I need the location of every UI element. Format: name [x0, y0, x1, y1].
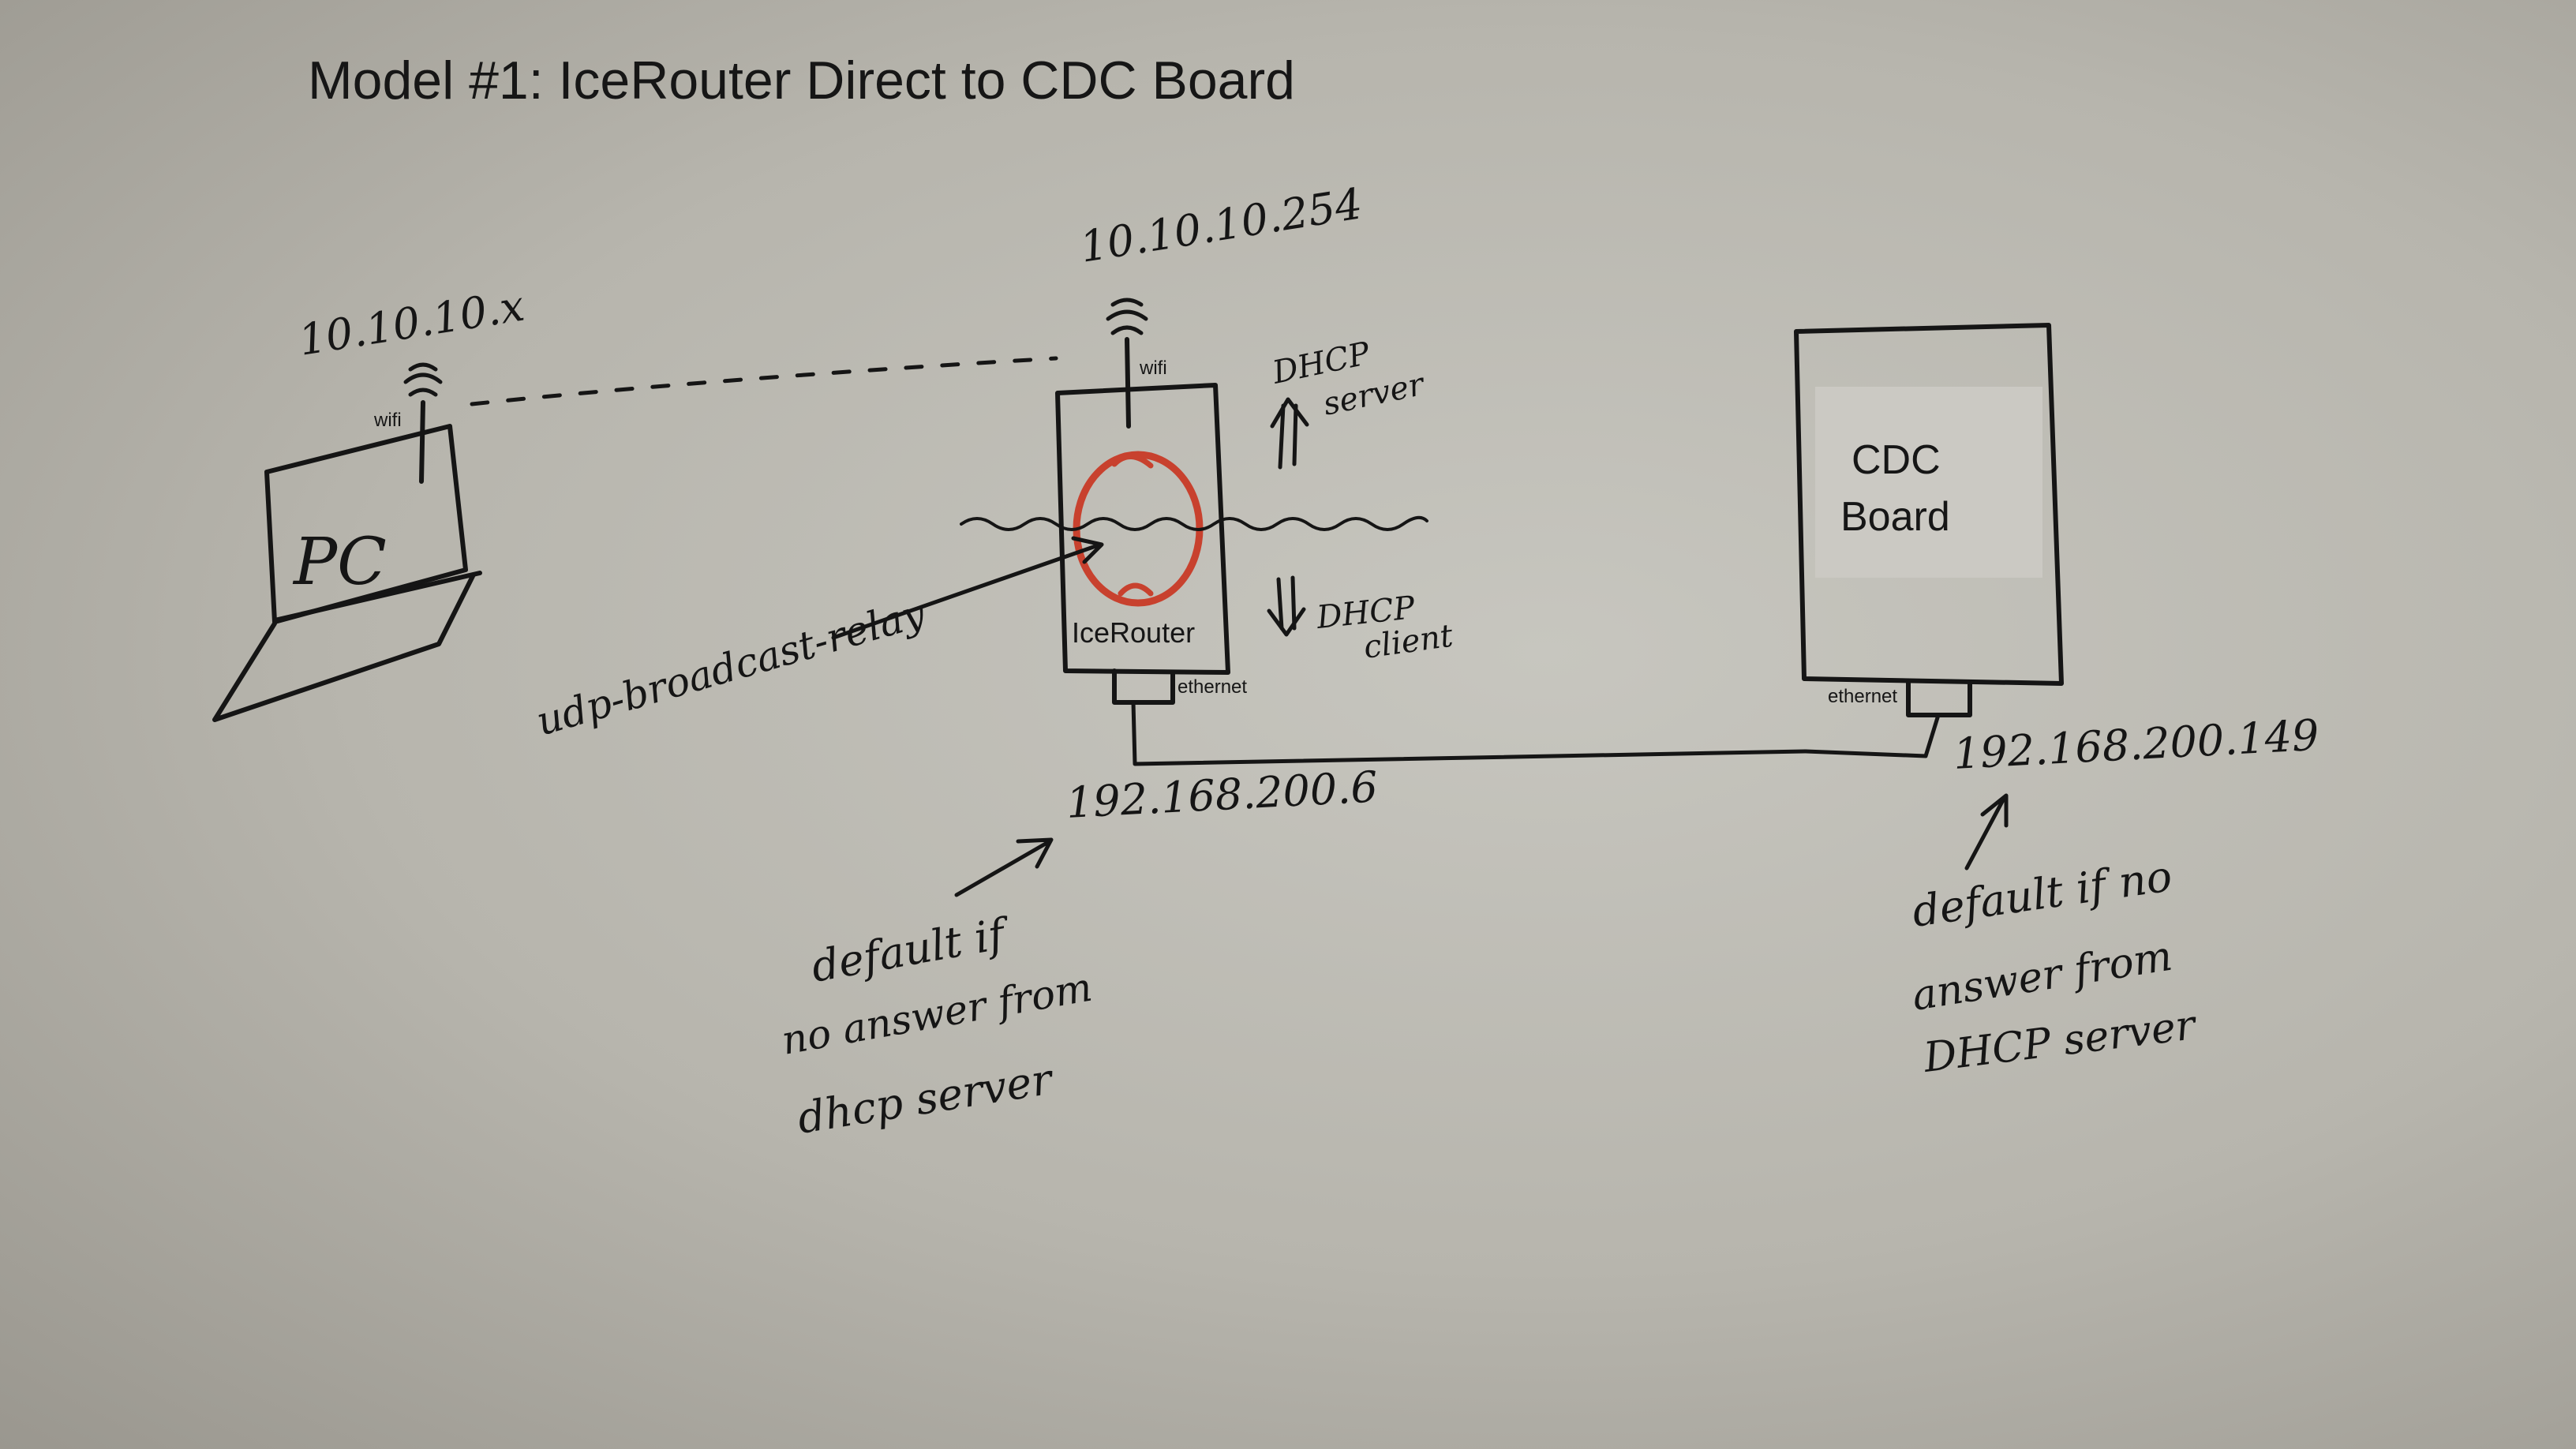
pc-wifi-label: wifi: [373, 410, 402, 431]
icerouter-default-arrow: [954, 837, 1054, 897]
dhcp-client-arrow: [1267, 575, 1306, 637]
diagram-title: Model #1: IceRouter Direct to CDC Board: [308, 51, 1295, 110]
udp-relay-pointer-arrow: [831, 536, 1104, 640]
wifi-signal-icon: [403, 362, 443, 397]
pc-screen-outline: [264, 424, 468, 624]
icerouter-wifi-label: wifi: [1139, 358, 1167, 379]
udp-relay-top-loop: [1111, 454, 1154, 469]
dhcp-server-arrow: [1270, 397, 1309, 470]
network-boundary-wave: [960, 515, 1428, 531]
cdc-board-label-line2: Board: [1840, 494, 1950, 540]
icerouter-antenna: [1125, 337, 1131, 429]
cdc-board-ip: 192.168.200.149: [1952, 710, 2320, 779]
cdc-default-note-line1: default if no: [1909, 851, 2175, 937]
pc-antenna: [419, 400, 425, 484]
udp-relay-bottom-loop: [1118, 582, 1154, 597]
pc-node: PC wifi 10.10.10.x: [212, 281, 528, 722]
icerouter-label: IceRouter: [1072, 616, 1195, 649]
icerouter-node: wifi 10.10.10.254 IceRouter ethernet 192…: [531, 178, 1455, 1144]
icerouter-ethernet-label: ethernet: [1178, 676, 1247, 698]
icerouter-box: [1055, 383, 1230, 675]
wifi-link-dashed: [470, 356, 1058, 406]
cdc-ethernet-port: [1906, 680, 1972, 717]
cdc-ethernet-label: ethernet: [1828, 686, 1897, 707]
pc-screen-edge: [272, 571, 482, 623]
pc-label: PC: [292, 525, 387, 600]
pc-base-outline: [212, 572, 476, 722]
icerouter-wifi-ip: 10.10.10.254: [1076, 178, 1365, 272]
cdc-default-note-line3: DHCP server: [1920, 1002, 2200, 1082]
wifi-signal-icon: [1106, 298, 1148, 335]
icerouter-ethernet-port: [1112, 668, 1175, 705]
cdc-default-arrow: [1964, 793, 2009, 871]
cdc-board-node: CDC Board ethernet 192.168.200.149 defau…: [1794, 323, 2320, 1082]
cdc-board-label-panel: [1815, 387, 2042, 578]
icerouter-default-note-line1: default if: [807, 908, 1014, 991]
cdc-board-box: [1794, 323, 2064, 686]
pc-ip-label: 10.10.10.x: [295, 281, 527, 365]
udp-relay-label: udp-broadcast-relay: [531, 590, 930, 744]
cdc-board-label-line1: CDC: [1852, 437, 1941, 483]
cdc-default-note-line2: answer from: [1909, 933, 2176, 1020]
ethernet-cable: [1131, 700, 1941, 766]
icerouter-ethernet-ip: 192.168.200.6: [1065, 762, 1379, 828]
icerouter-default-note-line3: dhcp server: [794, 1054, 1058, 1144]
